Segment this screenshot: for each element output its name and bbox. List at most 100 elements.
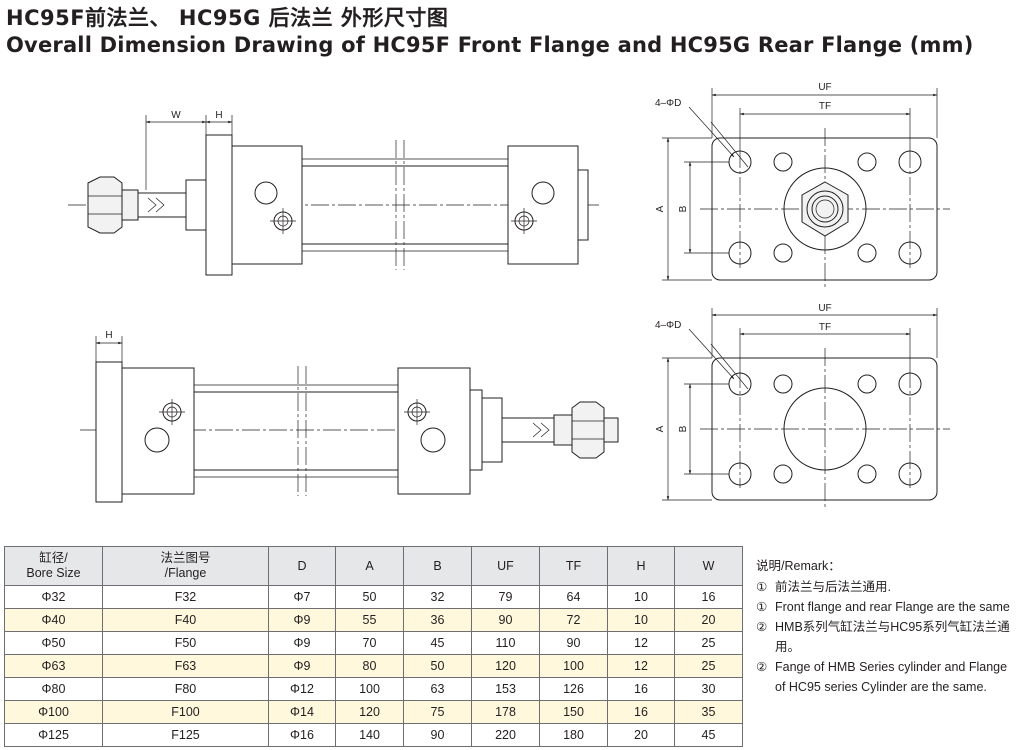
table-cell: 100 [335,677,404,701]
table-cell: F32 [102,585,269,609]
remark-note: ① 前法兰与后法兰通用. [756,577,1018,597]
table-cell: 64 [539,585,608,609]
dimension-drawing: W H [68,82,950,510]
remark-note-number: ① [756,600,768,614]
table-cell: F63 [102,654,269,678]
table-cell: Φ12 [268,677,336,701]
front-flange-end-view: UF TF A B 4–ΦD [655,82,950,290]
table-cell: Φ40 [4,608,103,632]
column-header-line: 缸径/ [39,551,68,565]
remark-note-text: 前法兰与后法兰通用. [775,580,891,594]
rear-flange-cylinder-view: H [80,330,620,503]
holes-label: 4–ΦD [655,98,681,109]
table-cell: Φ14 [268,700,336,724]
remark-note-number: ① [756,580,768,594]
table-cell: Φ125 [4,723,103,747]
dim-uf-label-rear: UF [818,303,831,314]
table-cell: 90 [539,631,608,655]
column-header-line: /Flange [164,566,207,580]
table-cell: Φ100 [4,700,103,724]
remark-note-text: HMB系列气缸法兰与HC95系列气缸法兰通用。 [775,620,1010,654]
table-cell: Φ63 [4,654,103,678]
column-header: 法兰图号/Flange [102,546,269,586]
front-flange-cylinder-view: W H [68,110,600,276]
table-cell: 126 [539,677,608,701]
dim-tf-label: TF [819,101,831,112]
table-cell: Φ50 [4,631,103,655]
dim-a-label-rear: A [655,425,666,432]
dim-w-label: W [171,110,181,121]
table-cell: 10 [607,608,675,632]
table-cell: 72 [539,608,608,632]
table-cell: 220 [471,723,540,747]
table-cell: 25 [674,654,743,678]
rear-flange-end-view: UF TF A B 4–ΦD [655,303,950,510]
table-cell: 153 [471,677,540,701]
dim-b-label-rear: B [678,425,689,432]
remark-note: ② Fange of HMB Series cylinder and Flange… [756,657,1018,697]
column-header-line: H [636,558,646,573]
table-cell: 30 [674,677,743,701]
dim-a-label: A [655,205,666,212]
column-header-line: W [702,558,715,573]
column-header-line: D [297,558,307,573]
column-header: A [335,546,404,586]
table-cell: F80 [102,677,269,701]
table-cell: 20 [674,608,743,632]
dim-h-label: H [215,110,222,121]
column-header: B [403,546,472,586]
table-cell: 36 [403,608,472,632]
column-header-line: Bore Size [26,566,81,580]
title-chinese: HC95F前法兰、 HC95G 后法兰 外形尺寸图 [6,6,449,30]
table-cell: 50 [403,654,472,678]
column-header: H [607,546,675,586]
table-cell: Φ9 [268,631,336,655]
remark-note-number: ② [756,660,768,674]
table-cell: Φ9 [268,608,336,632]
table-cell: 45 [674,723,743,747]
remark-note-number: ② [756,620,768,634]
table-cell: 79 [471,585,540,609]
table-cell: 178 [471,700,540,724]
remark-note-text: Fange of HMB Series cylinder and Flange … [775,660,1008,694]
dim-uf-label: UF [818,82,831,93]
holes-label-rear: 4–ΦD [655,320,681,331]
column-header-line: 法兰图号 [160,551,211,565]
remark-note: ② HMB系列气缸法兰与HC95系列气缸法兰通用。 [756,617,1018,657]
dim-h-label-rear: H [105,330,112,341]
table-cell: 110 [471,631,540,655]
table-cell: 20 [607,723,675,747]
table-cell: F40 [102,608,269,632]
table-cell: 100 [539,654,608,678]
table-cell: 35 [674,700,743,724]
table-cell: Φ32 [4,585,103,609]
table-cell: 12 [607,654,675,678]
table-cell: 55 [335,608,404,632]
column-header: D [268,546,336,586]
dim-tf-label-rear: TF [819,322,831,333]
table-cell: 10 [607,585,675,609]
table-cell: 90 [403,723,472,747]
remark-title: 说明/Remark： [756,559,841,573]
table-cell: F100 [102,700,269,724]
table-cell: 90 [471,608,540,632]
table-cell: Φ80 [4,677,103,701]
table-cell: F50 [102,631,269,655]
column-header: 缸径/Bore Size [4,546,103,586]
table-cell: 70 [335,631,404,655]
table-cell: 63 [403,677,472,701]
table-cell: F125 [102,723,269,747]
table-cell: 16 [607,700,675,724]
table-cell: 80 [335,654,404,678]
table-cell: 12 [607,631,675,655]
